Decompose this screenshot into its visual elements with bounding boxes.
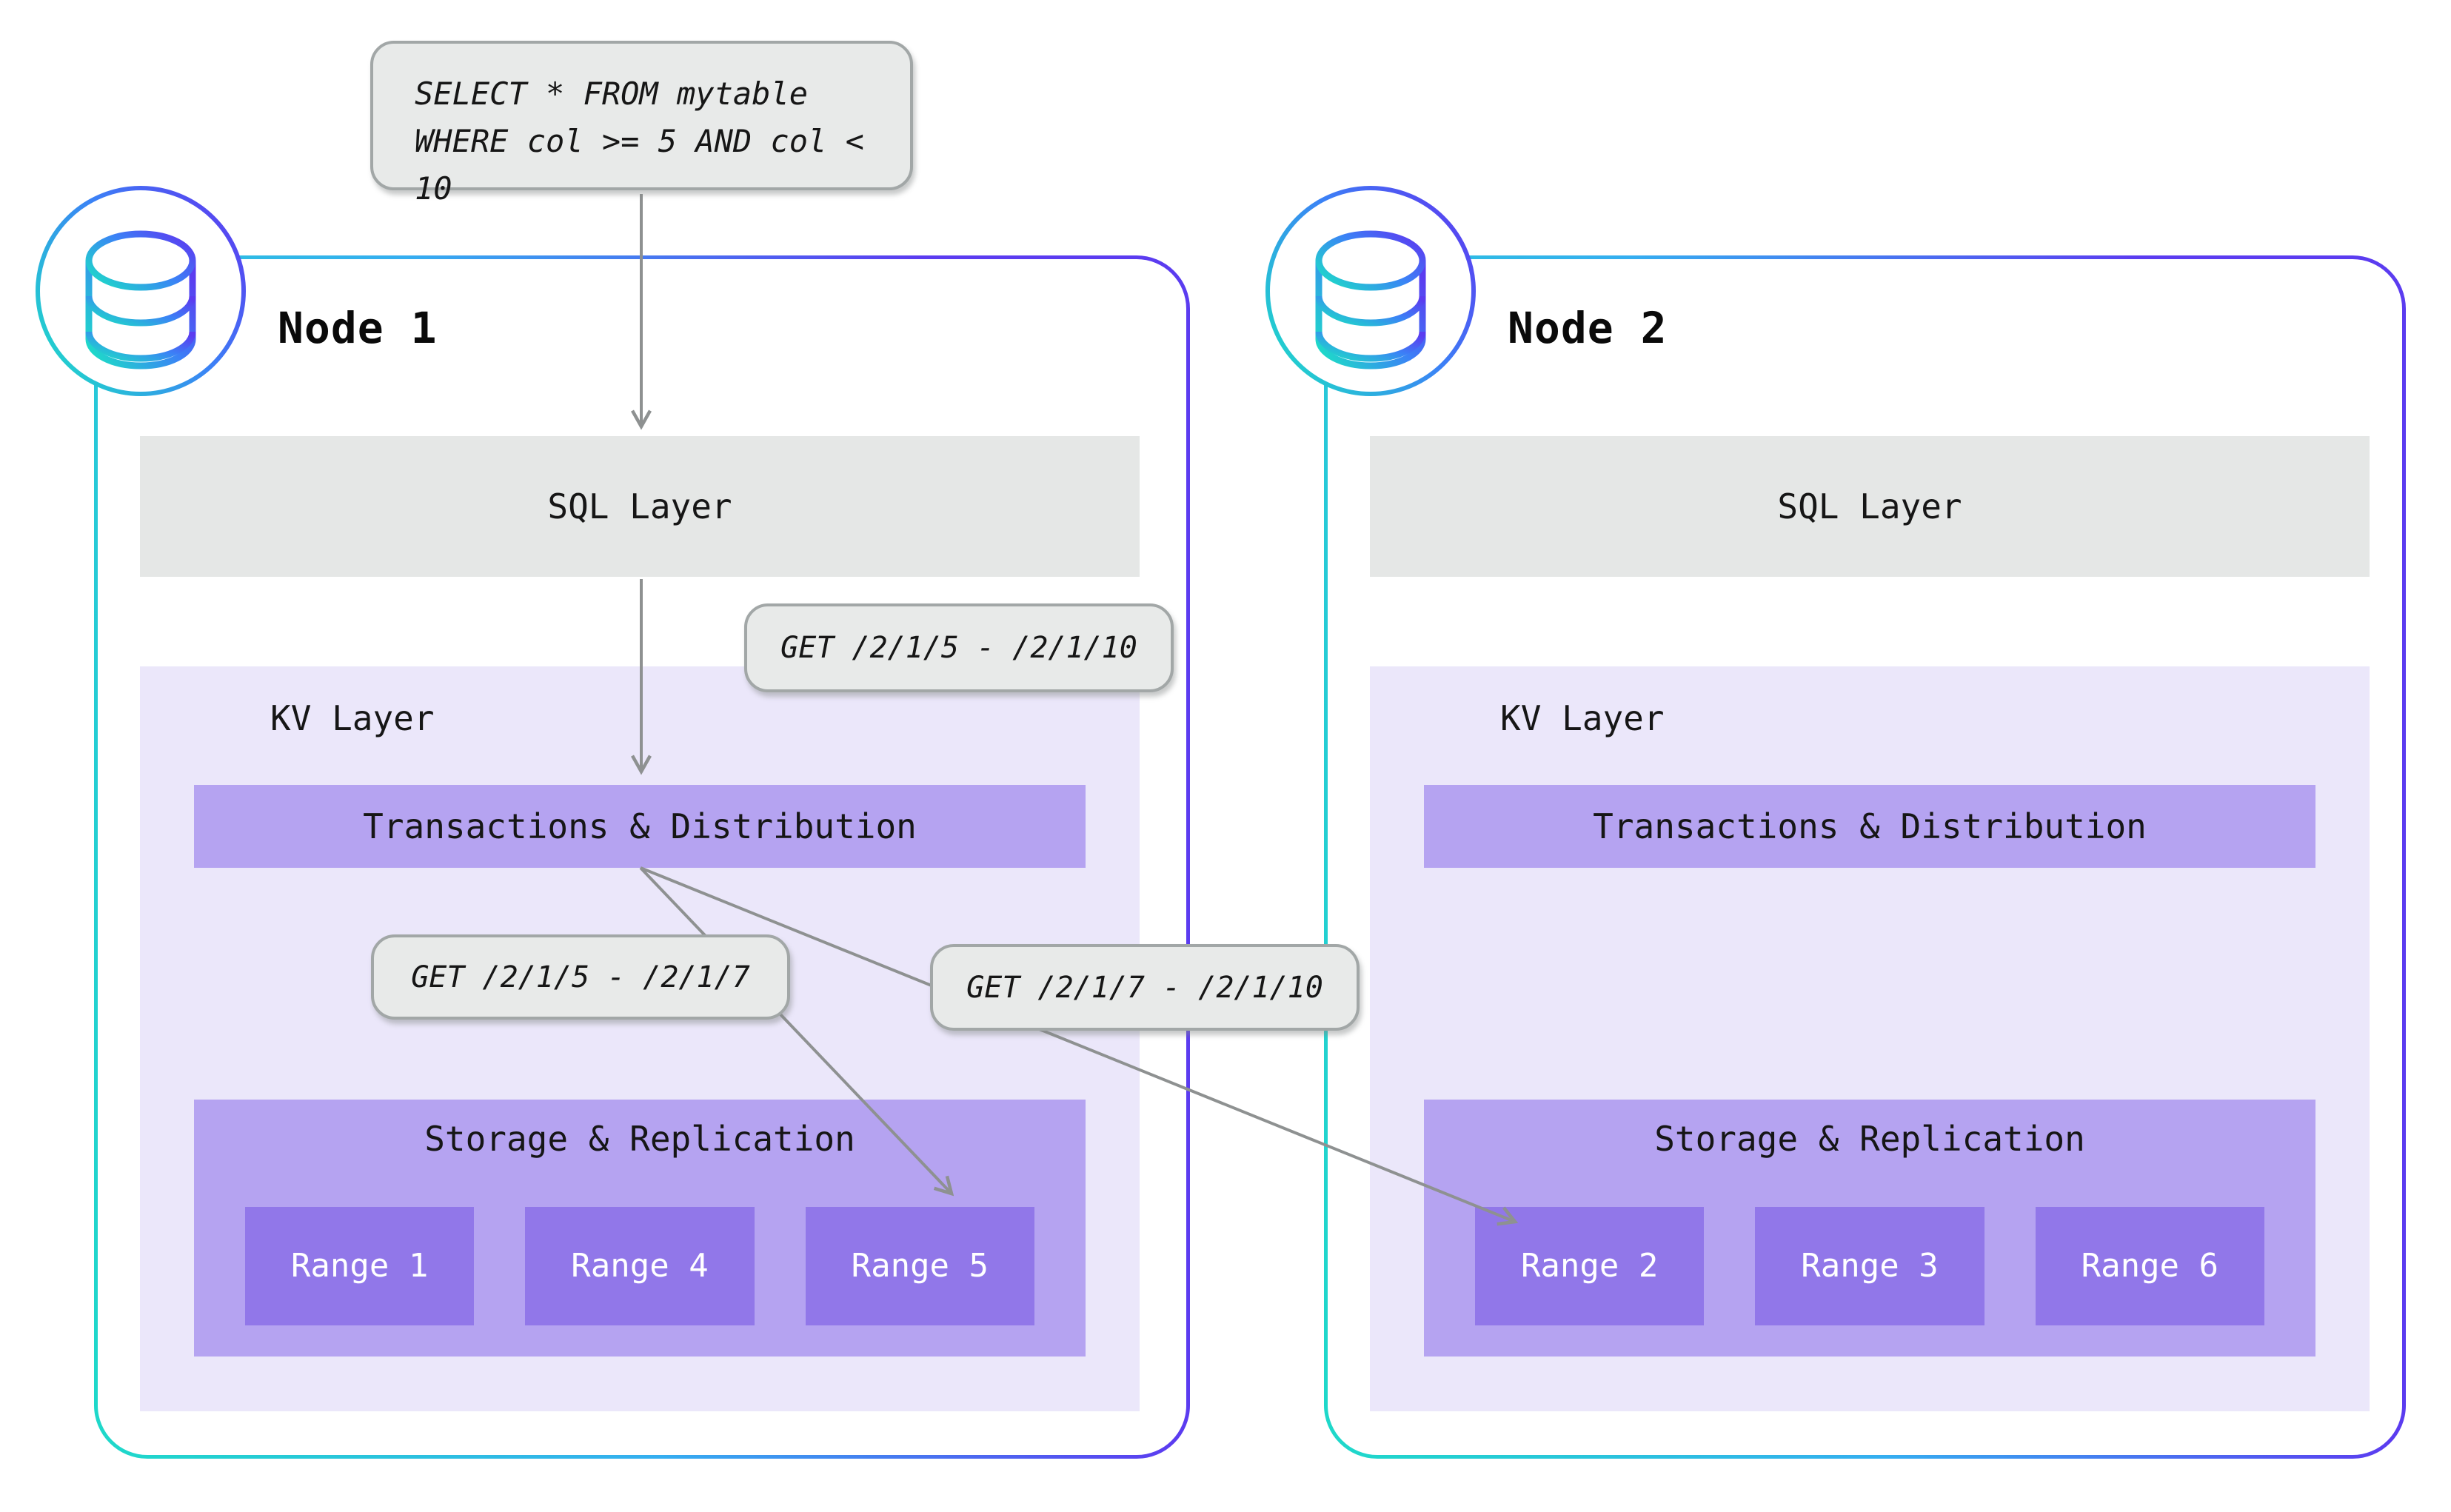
database-icon bbox=[1265, 186, 1476, 396]
range-box: Range 5 bbox=[805, 1207, 1034, 1325]
node-2-sql-layer: SQL Layer bbox=[1370, 436, 2370, 577]
node-2-storage-replication: Storage & Replication Range 2 Range 3 Ra… bbox=[1424, 1100, 2315, 1357]
sql-query-line1: SELECT * FROM mytable bbox=[415, 76, 809, 112]
node-1-kv-layer-label: KV Layer bbox=[270, 698, 435, 738]
sql-query-line2: WHERE col >= 5 AND col < 10 bbox=[415, 123, 864, 207]
node-1-transactions-distribution: Transactions & Distribution bbox=[194, 785, 1086, 868]
node-2-storage-label: Storage & Replication bbox=[1654, 1119, 2085, 1159]
node-2-kv-layer-label: KV Layer bbox=[1500, 698, 1665, 738]
range-box: Range 6 bbox=[2035, 1207, 2264, 1325]
node-1-storage-replication: Storage & Replication Range 1 Range 4 Ra… bbox=[194, 1100, 1086, 1357]
node-1-container: Node 1 SQL Layer KV Layer Transactions &… bbox=[36, 186, 1190, 1459]
sql-query-label: SELECT * FROM mytable WHERE col >= 5 AND… bbox=[370, 41, 913, 207]
get-right-split-label: GET /2/1/7 - /2/1/10 bbox=[930, 944, 1360, 1031]
node-1-storage-label: Storage & Replication bbox=[424, 1119, 855, 1159]
node-2-ranges-row: Range 2 Range 3 Range 6 bbox=[1475, 1207, 2264, 1325]
node-2-container: Node 2 SQL Layer KV Layer Transactions &… bbox=[1265, 186, 2406, 1459]
get-full-range-label: GET /2/1/5 - /2/1/10 bbox=[744, 603, 1174, 692]
node-1-ranges-row: Range 1 Range 4 Range 5 bbox=[245, 1207, 1034, 1325]
range-box: Range 1 bbox=[245, 1207, 475, 1325]
range-box: Range 2 bbox=[1475, 1207, 1705, 1325]
node-2-transactions-distribution: Transactions & Distribution bbox=[1424, 785, 2315, 868]
node-1-sql-layer: SQL Layer bbox=[140, 436, 1140, 577]
get-left-split-label: GET /2/1/5 - /2/1/7 bbox=[371, 934, 790, 1020]
node-1-title: Node 1 bbox=[278, 303, 438, 353]
database-icon bbox=[36, 186, 246, 396]
node-2-title: Node 2 bbox=[1508, 303, 1668, 353]
range-box: Range 3 bbox=[1755, 1207, 1984, 1325]
range-box: Range 4 bbox=[525, 1207, 755, 1325]
